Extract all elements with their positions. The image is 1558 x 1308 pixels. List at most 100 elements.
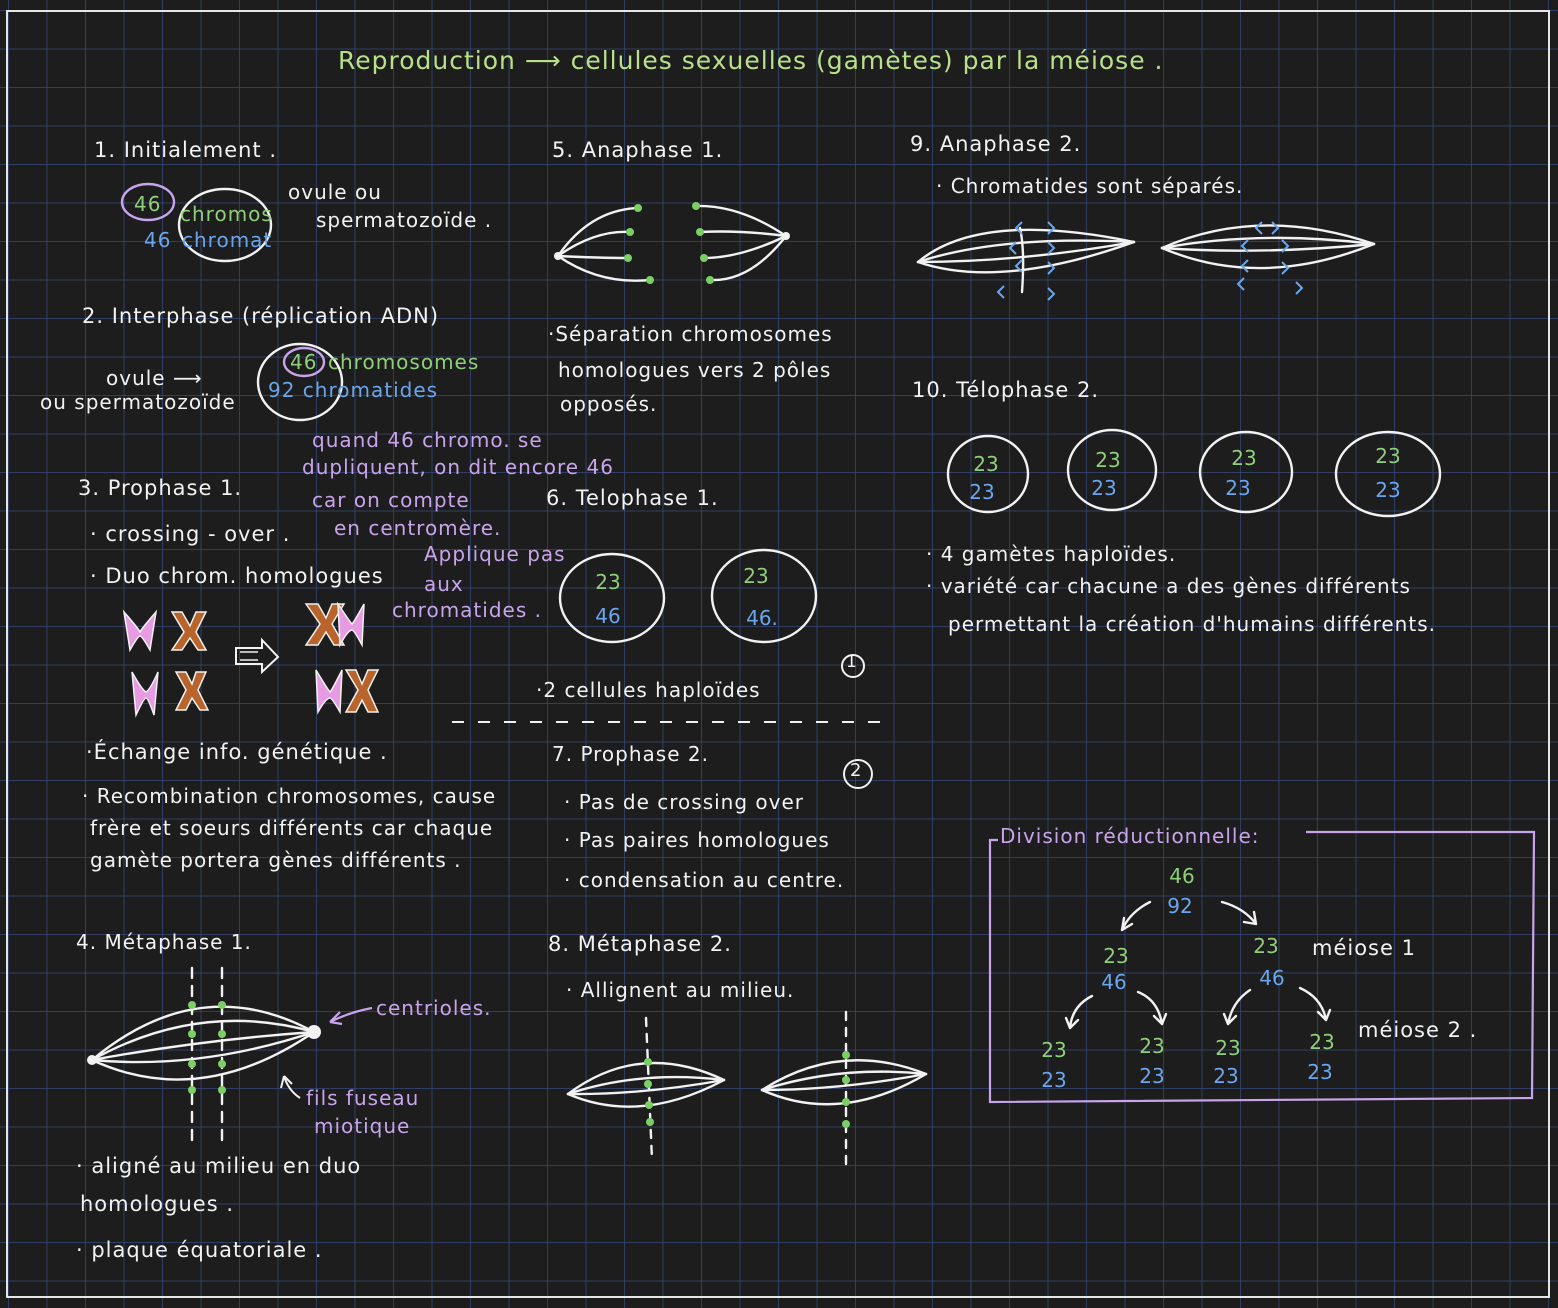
marker-2-text: 2 xyxy=(850,760,863,781)
marker-circle-2 xyxy=(843,759,873,789)
interphase-ovule: ovule ⟶ xyxy=(106,366,203,390)
prophase2-condensation: · condensation au centre. xyxy=(564,868,845,892)
division-leaf1-top: 23 xyxy=(1041,1038,1067,1062)
interphase-sperm: ou spermatozoïde xyxy=(40,390,236,414)
division-leaf4-top: 23 xyxy=(1309,1030,1335,1054)
division-root-top: 46 xyxy=(1169,864,1195,888)
note-chromatides: chromatides . xyxy=(392,598,542,622)
telophase2-cell1-bot: 23 xyxy=(969,480,995,504)
heading-interphase: 2. Interphase (réplication ADN) xyxy=(82,304,440,328)
chromosome-orange-icon xyxy=(170,611,210,711)
circle-chromosome xyxy=(177,187,273,263)
division-mid-right-top: 23 xyxy=(1253,934,1279,958)
label-chromos: chromos xyxy=(180,202,273,226)
telophase2-cell-3 xyxy=(1198,430,1294,514)
anaphase2-separes: · Chromatides sont séparés. xyxy=(936,174,1244,198)
prophase1-crossing-over: · crossing - over . xyxy=(90,522,291,546)
page-title: Reproduction ⟶ cellules sexuelles (gamèt… xyxy=(338,46,1164,75)
interphase-chromatides: 92 chromatides xyxy=(268,378,439,402)
division-arrows xyxy=(1064,900,1332,1030)
circle-interphase-cell xyxy=(256,342,344,422)
metaphase1-spindle xyxy=(87,966,373,1144)
telophase2-cell2-top: 23 xyxy=(1095,448,1121,472)
prophase1-freres: frère et soeurs différents car chaque xyxy=(90,816,494,840)
telophase1-haploides: ·2 cellules haploïdes xyxy=(536,678,761,702)
label-fils-fuseau: fils fuseau xyxy=(306,1086,420,1110)
telophase2-cell2-bot: 23 xyxy=(1091,476,1117,500)
chromosome-pink-icon xyxy=(122,609,159,718)
label-chromat: chromat xyxy=(182,228,273,252)
division-leaf2-top: 23 xyxy=(1139,1034,1165,1058)
division-leaf2-bot: 23 xyxy=(1139,1064,1165,1088)
note-centromere: en centromère. xyxy=(334,516,502,540)
heading-telophase2: 10. Télophase 2. xyxy=(912,378,1100,402)
prophase1-duo-chrom: · Duo chrom. homologues xyxy=(90,564,384,588)
telophase1-cell-right xyxy=(710,548,818,644)
heading-prophase1: 3. Prophase 1. xyxy=(78,476,243,500)
circle-46-interphase xyxy=(282,346,326,378)
crossed-chromosomes-icon xyxy=(304,601,380,715)
telophase2-cell3-bot: 23 xyxy=(1225,476,1251,500)
telophase2-variete: · variété car chacune a des gènes différ… xyxy=(926,574,1411,598)
division-mid-right-bot: 46 xyxy=(1259,966,1285,990)
metaphase2-allignent: · Allignent au milieu. xyxy=(566,978,795,1002)
telophase2-gametes: · 4 gamètes haploïdes. xyxy=(926,542,1177,566)
heading-prophase2: 7. Prophase 2. xyxy=(552,742,709,766)
division-mid-left-top: 23 xyxy=(1103,944,1129,968)
division-root-bot: 92 xyxy=(1167,894,1193,918)
telophase2-cell4-bot: 23 xyxy=(1375,478,1401,502)
marker-circle-1 xyxy=(841,654,865,678)
division-leaf3-top: 23 xyxy=(1215,1036,1241,1060)
anaphase1-separation: ·Séparation chromosomes xyxy=(548,322,833,346)
prophase2-crossing: · Pas de crossing over xyxy=(564,790,805,814)
telophase1-left-bot: 46 xyxy=(595,604,621,628)
heading-initialement: 1. Initialement . xyxy=(94,138,278,162)
telophase2-cell1-top: 23 xyxy=(973,452,999,476)
metaphase1-plaque: · plaque équatoriale . xyxy=(76,1238,323,1262)
label-meiose2: méiose 2 . xyxy=(1358,1018,1478,1042)
marker-1-text: 1 xyxy=(846,652,858,672)
label-centrioles: centrioles. xyxy=(376,996,492,1020)
division-leaf1-bot: 23 xyxy=(1041,1068,1067,1092)
label-ovule-ou: ovule ou xyxy=(288,180,382,204)
division-title: Division réductionnelle: xyxy=(1000,824,1260,848)
telophase2-cell-1 xyxy=(946,434,1030,514)
telophase1-left-top: 23 xyxy=(595,570,621,594)
division-leaf4-bot: 23 xyxy=(1307,1060,1333,1084)
telophase2-cell4-top: 23 xyxy=(1375,444,1401,468)
note-quand-46: quand 46 chromo. se xyxy=(312,428,543,452)
note-aux: aux xyxy=(424,572,464,596)
telophase2-cell-2 xyxy=(1066,428,1158,512)
prophase2-paires: · Pas paires homologues xyxy=(564,828,830,852)
interphase-num-46: 46 xyxy=(290,350,318,374)
prophase1-recombination: · Recombination chromosomes, cause xyxy=(82,784,497,808)
anaphase2-spindles xyxy=(916,221,1376,301)
heading-anaphase2: 9. Anaphase 2. xyxy=(910,132,1082,156)
division-box xyxy=(988,830,1536,1104)
heading-metaphase2: 8. Métaphase 2. xyxy=(548,932,732,956)
heading-telophase1: 6. Telophase 1. xyxy=(546,486,719,510)
telophase2-cell-4 xyxy=(1334,430,1442,518)
metaphase2-spindles xyxy=(566,1010,928,1170)
anaphase1-homologues: homologues vers 2 pôles xyxy=(558,358,832,382)
prophase1-echange: ·Échange info. génétique . xyxy=(86,740,388,764)
prophase1-gamete: gamète portera gènes différents . xyxy=(90,848,462,872)
division-leaf3-bot: 23 xyxy=(1213,1064,1239,1088)
label-miotique: miotique xyxy=(314,1114,411,1138)
division-mid-left-bot: 46 xyxy=(1101,970,1127,994)
telophase1-right-bot: 46. xyxy=(746,606,778,630)
note-car-on-compte: car on compte xyxy=(312,488,470,512)
telophase1-cell-left xyxy=(558,552,666,644)
metaphase1-aligne: · aligné au milieu en duo xyxy=(76,1154,362,1178)
heading-anaphase1: 5. Anaphase 1. xyxy=(552,138,724,162)
telophase2-permettant: permettant la création d'humains différe… xyxy=(948,612,1436,636)
anaphase1-opposes: opposés. xyxy=(560,392,658,416)
heading-metaphase1: 4. Métaphase 1. xyxy=(76,930,252,954)
note-applique-pas: Applique pas xyxy=(424,542,566,566)
telophase2-cell3-top: 23 xyxy=(1231,446,1257,470)
anaphase1-spindle xyxy=(554,202,790,284)
circle-46-chromos xyxy=(120,182,176,222)
board-frame xyxy=(6,10,1550,1298)
